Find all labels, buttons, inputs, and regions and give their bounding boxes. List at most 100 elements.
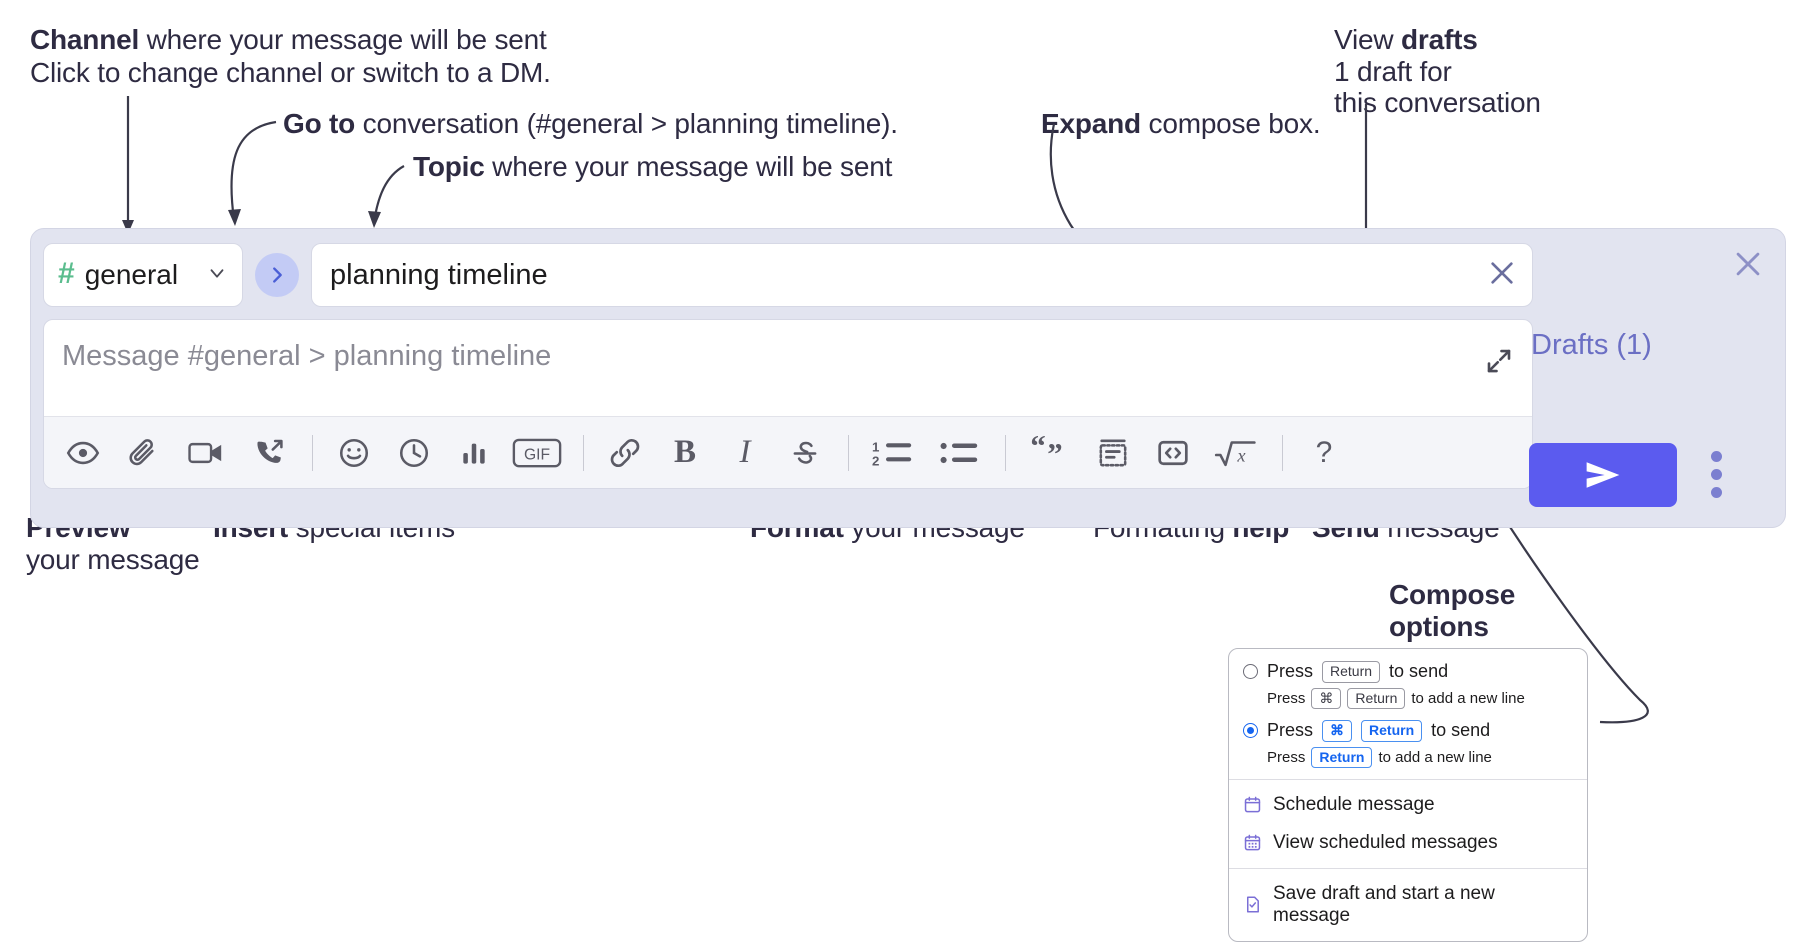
key-return-2: Return xyxy=(1361,720,1423,742)
topic-field[interactable]: planning timeline xyxy=(311,243,1533,307)
annotation-channel-sub: Click to change channel or switch to a D… xyxy=(30,57,551,88)
svg-text:2: 2 xyxy=(872,453,879,468)
blockquote-icon[interactable]: “” xyxy=(1024,430,1076,476)
strikethrough-icon[interactable] xyxy=(782,430,828,476)
sub-press-1: Press xyxy=(1267,689,1306,707)
compose-header-row: # general planning timeline xyxy=(43,243,1533,307)
gif-icon[interactable]: GIF xyxy=(511,430,563,476)
menu-item-save-draft[interactable]: Save draft and start a new message xyxy=(1229,875,1587,935)
annotation-channel-rest: where your message will be sent xyxy=(139,24,547,55)
svg-text:1: 1 xyxy=(872,439,880,454)
poll-bar-chart-icon[interactable] xyxy=(451,430,497,476)
goto-conversation-button[interactable] xyxy=(255,253,299,297)
expand-compose-button[interactable] xyxy=(1484,346,1514,381)
send-shortcut-options: Press Return to send Press ⌘ Return to a… xyxy=(1229,649,1587,779)
radio-press-label-1: Press xyxy=(1267,661,1314,682)
separator-3 xyxy=(848,434,849,471)
annotation-expand-bold: Expand xyxy=(1041,108,1141,139)
compose-options-button[interactable] xyxy=(1711,451,1722,498)
chevron-right-icon xyxy=(273,267,282,283)
close-icon xyxy=(1736,252,1760,276)
key-command-2: ⌘ xyxy=(1322,720,1353,742)
key-return-1: Return xyxy=(1322,661,1381,683)
calendar-icon xyxy=(1243,795,1263,815)
kebab-dot-3 xyxy=(1711,487,1722,498)
annotation-topic-bold: Topic xyxy=(413,151,485,182)
svg-text:x: x xyxy=(1236,445,1246,465)
panel-close-button[interactable] xyxy=(1731,247,1765,286)
annotation-drafts-plain: View xyxy=(1334,24,1401,55)
radio-selected-icon xyxy=(1243,723,1258,739)
emoji-smiley-icon[interactable] xyxy=(331,430,377,476)
send-button[interactable] xyxy=(1529,443,1677,507)
send-paper-plane-icon xyxy=(1586,462,1620,488)
annotation-goto-bold: Go to xyxy=(283,108,356,139)
phone-forward-icon[interactable] xyxy=(246,430,292,476)
annotation-compose-options-l1: Compose xyxy=(1389,579,1516,610)
channel-selector[interactable]: # general xyxy=(43,243,243,307)
radio-option-return[interactable]: Press Return to send xyxy=(1229,659,1587,685)
chevron-down-icon xyxy=(206,262,228,289)
topic-clear-button[interactable] xyxy=(1486,257,1518,294)
preview-icon[interactable] xyxy=(60,430,106,476)
svg-text:“: “ xyxy=(1030,436,1045,463)
annotation-drafts-line1: 1 draft for xyxy=(1334,56,1452,87)
radio-option-cmd-return[interactable]: Press ⌘ Return to send xyxy=(1229,718,1587,744)
message-placeholder: Message #general > planning timeline xyxy=(62,340,552,372)
radio-sub-1: Press ⌘ Return to add a new line xyxy=(1229,685,1587,713)
annotation-goto: Go to conversation (#general > planning … xyxy=(283,106,898,142)
document-check-icon xyxy=(1243,895,1263,915)
sub-after-1: to add a new line xyxy=(1411,689,1525,707)
menu-divider-1 xyxy=(1229,779,1587,780)
key-return-sub-2: Return xyxy=(1311,746,1373,768)
message-input[interactable]: Message #general > planning timeline xyxy=(44,320,1532,416)
svg-text:GIF: GIF xyxy=(524,446,550,463)
separator-4 xyxy=(1005,434,1006,471)
menu-item-schedule-message[interactable]: Schedule message xyxy=(1229,786,1587,824)
key-return-sub-1: Return xyxy=(1347,687,1406,709)
annotation-topic-rest: where your message will be sent xyxy=(484,151,893,182)
clock-icon[interactable] xyxy=(391,430,437,476)
radio-unselected-icon xyxy=(1243,664,1258,680)
menu-item-label: Schedule message xyxy=(1273,794,1435,815)
compose-options-menu: Press Return to send Press ⌘ Return to a… xyxy=(1228,648,1588,942)
attachment-paperclip-icon[interactable] xyxy=(120,430,166,476)
bulleted-list-icon[interactable] xyxy=(933,430,985,476)
code-block-icon[interactable] xyxy=(1090,430,1136,476)
separator-5 xyxy=(1282,434,1283,471)
compose-panel: # general planning timeline Message #gen… xyxy=(30,228,1786,528)
annotation-drafts: View drafts xyxy=(1334,22,1478,58)
link-icon[interactable] xyxy=(602,430,648,476)
sub-after-2: to add a new line xyxy=(1378,748,1492,766)
radio-press-label-2: Press xyxy=(1267,720,1314,741)
inline-code-icon[interactable] xyxy=(1150,430,1196,476)
sub-press-2: Press xyxy=(1267,748,1306,766)
italic-icon[interactable]: I xyxy=(739,434,751,470)
menu-item-view-scheduled-messages[interactable]: View scheduled messages xyxy=(1229,824,1587,862)
math-latex-icon[interactable]: x xyxy=(1210,430,1262,476)
formatting-help-icon[interactable]: ? xyxy=(1315,435,1333,469)
annotation-drafts-bold: drafts xyxy=(1400,24,1478,55)
drafts-link[interactable]: Drafts (1) xyxy=(1531,329,1652,361)
separator-2 xyxy=(583,434,584,471)
annotation-drafts-line2: this conversation xyxy=(1334,87,1541,118)
annotation-channel: Channel where your message will be sent xyxy=(30,22,547,58)
radio-after-label-2: to send xyxy=(1431,720,1491,741)
key-command-1: ⌘ xyxy=(1311,687,1342,709)
kebab-dot-2 xyxy=(1711,469,1722,480)
expand-diagonal-icon xyxy=(1487,349,1511,373)
message-box: Message #general > planning timeline xyxy=(43,319,1533,489)
video-camera-icon[interactable] xyxy=(180,430,232,476)
menu-divider-2 xyxy=(1229,868,1587,869)
annotation-expand: Expand compose box. xyxy=(1041,106,1321,142)
bold-icon[interactable]: B xyxy=(673,434,696,470)
separator-1 xyxy=(312,434,313,471)
annotation-topic: Topic where your message will be sent xyxy=(413,149,892,185)
calendar-grid-icon xyxy=(1243,833,1263,853)
close-icon xyxy=(1491,261,1513,284)
annotation-compose-options-l2: options xyxy=(1389,611,1489,642)
radio-sub-2: Press Return to add a new line xyxy=(1229,744,1587,772)
annotation-channel-bold: Channel xyxy=(30,24,140,55)
